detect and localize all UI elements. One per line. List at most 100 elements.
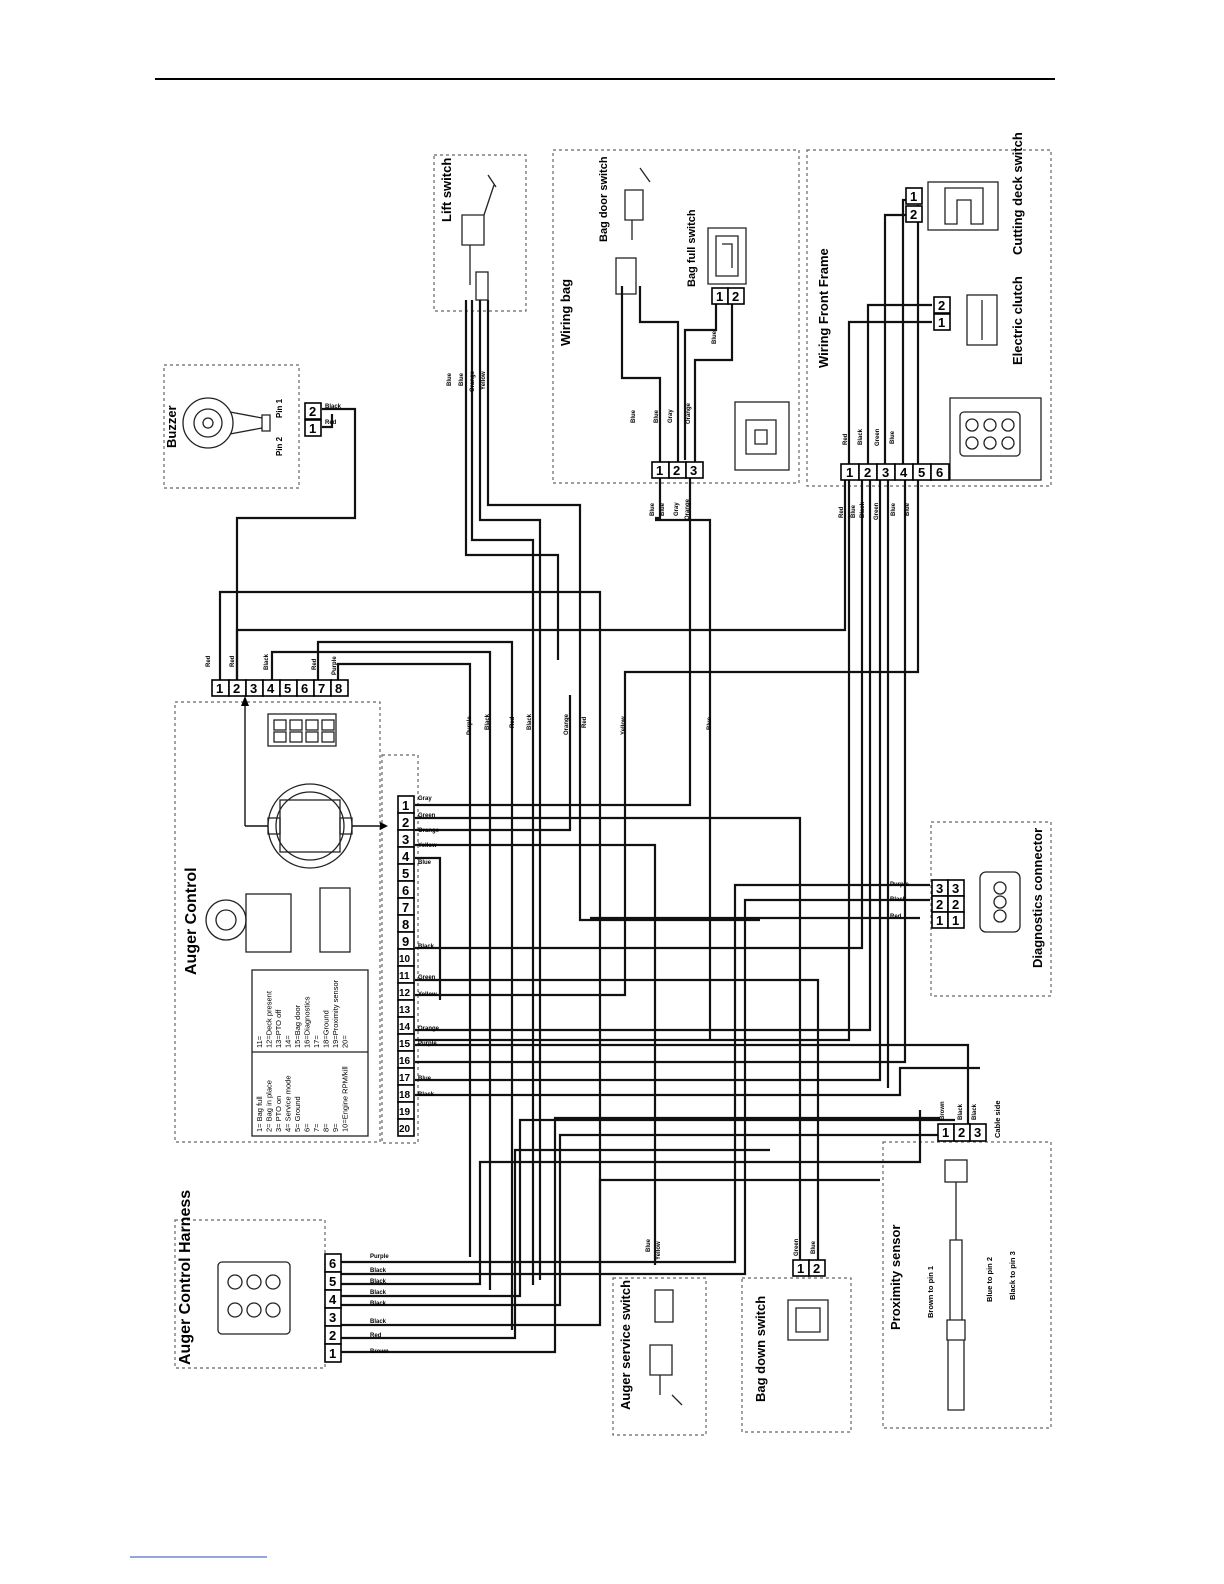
- cutting-deck-pins: 1 2: [905, 187, 923, 223]
- svg-text:Brown: Brown: [940, 1101, 946, 1120]
- svg-text:Black: Black: [858, 428, 864, 445]
- diagnostics-box: [930, 821, 1052, 997]
- svg-text:5: 5: [918, 465, 925, 480]
- svg-text:Blue: Blue: [447, 372, 453, 386]
- svg-text:19: 19: [399, 1107, 411, 1118]
- svg-text:Red: Red: [582, 716, 588, 728]
- title-auger-control: Auger Control: [183, 867, 200, 975]
- svg-text:Electric clutch: Electric clutch: [1010, 276, 1025, 365]
- svg-text:3: 3: [882, 465, 889, 480]
- svg-text:15: 15: [399, 1039, 411, 1050]
- svg-text:6: 6: [936, 465, 943, 480]
- svg-text:4: 4: [402, 849, 410, 864]
- svg-text:Gray: Gray: [668, 409, 674, 423]
- svg-text:8=: 8=: [322, 1123, 331, 1132]
- buzzer-box: [163, 364, 300, 489]
- svg-text:Blue: Blue: [890, 430, 896, 444]
- svg-text:18: 18: [399, 1090, 411, 1101]
- svg-text:Pin 2: Pin 2: [275, 436, 284, 456]
- svg-text:1: 1: [797, 1261, 804, 1276]
- svg-text:5: 5: [402, 866, 409, 881]
- svg-text:Gray: Gray: [674, 502, 680, 516]
- svg-text:Red: Red: [230, 655, 236, 667]
- svg-text:17: 17: [399, 1073, 411, 1084]
- svg-text:Buzzer: Buzzer: [164, 405, 179, 448]
- svg-text:5= Ground: 5= Ground: [293, 1096, 302, 1132]
- svg-text:1= Bag full: 1= Bag full: [255, 1096, 264, 1132]
- title-bag-full: Bag full switch: [686, 209, 698, 287]
- svg-text:1: 1: [216, 681, 223, 696]
- svg-text:Wiring Front Frame: Wiring Front Frame: [816, 248, 831, 368]
- svg-text:Black: Black: [890, 897, 907, 903]
- diagnostics-connector-symbol: [979, 871, 1021, 933]
- svg-text:18=Ground: 18=Ground: [322, 1010, 331, 1048]
- svg-text:2: 2: [864, 465, 871, 480]
- svg-text:Blue: Blue: [811, 1240, 817, 1254]
- svg-text:Red: Red: [843, 433, 849, 445]
- svg-text:6: 6: [329, 1256, 336, 1271]
- auger-service-switch-symbol: [649, 1289, 683, 1406]
- svg-text:Blue: Blue: [646, 1238, 652, 1252]
- svg-text:Yellow: Yellow: [418, 992, 437, 998]
- auger-harness-pins-6: 6 5 4 3 2 1: [324, 1253, 342, 1363]
- wire-labels-vertical: Red Red Black Red Purple Purple Black Re…: [206, 330, 978, 1260]
- svg-text:7: 7: [318, 681, 325, 696]
- svg-text:Orange: Orange: [418, 1026, 440, 1032]
- svg-text:2: 2: [673, 463, 680, 478]
- svg-text:2: 2: [402, 815, 409, 830]
- svg-text:1: 1: [910, 189, 917, 204]
- auger-control-legend: [251, 969, 369, 1137]
- svg-text:Bag down switch: Bag down switch: [753, 1296, 768, 1402]
- svg-text:Black: Black: [860, 501, 866, 518]
- svg-text:Yellow: Yellow: [656, 1241, 662, 1260]
- auger-harness-box: [174, 1219, 326, 1369]
- svg-text:4= Service mode: 4= Service mode: [284, 1076, 293, 1133]
- svg-text:Green: Green: [418, 813, 436, 819]
- svg-text:8: 8: [402, 917, 409, 932]
- svg-text:6: 6: [301, 681, 308, 696]
- svg-text:12=Deck present: 12=Deck present: [265, 990, 274, 1048]
- svg-text:5: 5: [329, 1274, 336, 1289]
- auger-control-box: [174, 701, 381, 1143]
- svg-text:Red: Red: [325, 420, 337, 426]
- svg-text:Black to pin 3: Black to pin 3: [1008, 1251, 1017, 1300]
- svg-text:Blue: Blue: [707, 716, 713, 730]
- svg-text:Brown to pin 1: Brown to pin 1: [926, 1266, 935, 1318]
- svg-text:Red: Red: [206, 655, 212, 667]
- svg-text:Red: Red: [510, 716, 516, 728]
- svg-text:14=: 14=: [284, 1035, 293, 1048]
- svg-text:Green: Green: [875, 428, 881, 446]
- svg-text:2: 2: [936, 897, 943, 912]
- svg-text:Cutting deck switch: Cutting deck switch: [1010, 132, 1025, 255]
- svg-text:1: 1: [656, 463, 663, 478]
- label-black-to-pin3: Black to pin 3: [1008, 1251, 1017, 1300]
- svg-text:9=: 9=: [331, 1123, 340, 1132]
- wiring-front-box: [806, 149, 1052, 487]
- svg-text:14: 14: [399, 1022, 411, 1033]
- svg-text:Black: Black: [370, 1319, 387, 1325]
- svg-text:Green: Green: [418, 975, 436, 981]
- svg-text:13: 13: [399, 1005, 411, 1016]
- svg-text:Auger Control: Auger Control: [183, 867, 200, 975]
- diagnostics-pins: 3 2 1 3 2 1: [931, 879, 965, 929]
- aux-connector-8: 1 2 3 4 5 6 7 8: [211, 679, 349, 697]
- svg-text:Auger service switch: Auger service switch: [618, 1280, 633, 1410]
- svg-text:2: 2: [910, 207, 917, 222]
- svg-text:5: 5: [284, 681, 291, 696]
- label-brown-to-pin1: Brown to pin 1: [926, 1266, 935, 1318]
- svg-text:10=Engine RPM/kill: 10=Engine RPM/kill: [341, 1066, 350, 1132]
- buzzer-pin2-label: Pin 2: [275, 436, 284, 456]
- svg-text:6=: 6=: [303, 1123, 312, 1132]
- svg-text:Orange: Orange: [686, 402, 692, 424]
- proximity-cable-pins: 1 2 3: [937, 1123, 987, 1142]
- svg-text:19=Proximity sensor: 19=Proximity sensor: [331, 979, 340, 1048]
- auger-harness-connector-symbol: [217, 1261, 291, 1335]
- svg-text:1: 1: [846, 465, 853, 480]
- wires: [218, 198, 980, 1354]
- auger-control-connector-8pin: [267, 713, 337, 747]
- legend-left: 1= Bag full 2= Bag in place 3= PTO on 4=…: [255, 1066, 350, 1132]
- svg-text:1: 1: [936, 913, 943, 928]
- svg-text:Blue: Blue: [712, 330, 718, 344]
- svg-text:Yellow: Yellow: [481, 371, 487, 390]
